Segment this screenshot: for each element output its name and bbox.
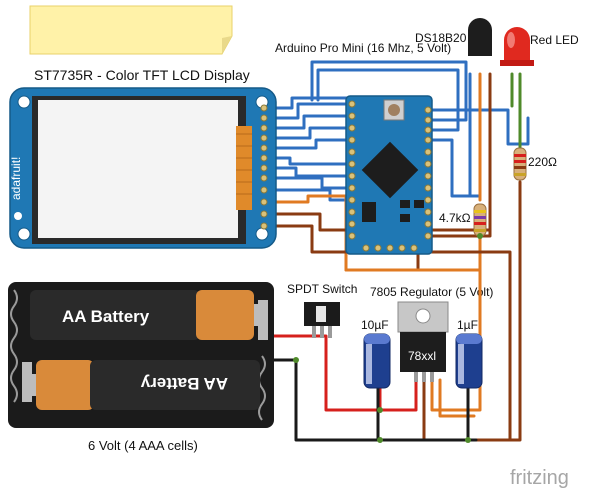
arduino-label: Arduino Pro Mini (16 Mhz, 5 Volt) bbox=[275, 41, 451, 55]
adafruit-star-icon bbox=[14, 212, 22, 220]
tft-display-module[interactable]: adafruit! bbox=[9, 87, 277, 249]
capacitor-1uf[interactable] bbox=[455, 333, 483, 389]
ds18b20-sensor[interactable] bbox=[468, 18, 492, 56]
battery-pack-label: 6 Volt (4 AAA cells) bbox=[88, 438, 198, 453]
switch-toggle[interactable] bbox=[316, 306, 326, 322]
cap-10uf-label: 10µF bbox=[361, 318, 389, 332]
crystal bbox=[362, 202, 376, 222]
adafruit-logo: adafruit! bbox=[9, 157, 23, 200]
voltage-regulator-7805[interactable]: 78xxl bbox=[397, 301, 449, 382]
cap-1uf-label: 1µF bbox=[457, 318, 478, 332]
tft-header-pins bbox=[260, 104, 268, 230]
spdt-switch[interactable] bbox=[304, 302, 340, 338]
regulator-label: 7805 Regulator (5 Volt) bbox=[370, 285, 493, 299]
battery-holder[interactable]: AA Battery AA Battery bbox=[8, 282, 274, 428]
resistor-220[interactable] bbox=[513, 147, 527, 181]
resistor-4k7[interactable] bbox=[473, 203, 487, 237]
arduino-pro-mini[interactable] bbox=[345, 95, 433, 255]
fritzing-watermark: fritzing bbox=[510, 467, 569, 489]
battery-cell-2: AA Battery bbox=[30, 360, 260, 410]
tft-screen bbox=[38, 100, 238, 238]
regulator-part-text: 78xxl bbox=[408, 349, 436, 363]
arduino-pins bbox=[348, 100, 432, 252]
sensor-label: DS18B20 bbox=[415, 31, 467, 45]
sticky-note[interactable] bbox=[29, 5, 233, 55]
led-label: Red LED bbox=[530, 33, 579, 47]
display-label: ST7735R - Color TFT LCD Display bbox=[34, 67, 250, 83]
flex-ribbon bbox=[236, 126, 252, 210]
capacitor-10uf[interactable] bbox=[363, 333, 391, 389]
battery-cell-1-label: AA Battery bbox=[62, 307, 150, 326]
switch-label: SPDT Switch bbox=[287, 282, 357, 296]
battery-cell-2-label: AA Battery bbox=[140, 374, 228, 393]
wire-black-gnd[interactable] bbox=[272, 358, 478, 442]
wire-junctions bbox=[293, 233, 483, 443]
battery-cell-1: AA Battery bbox=[30, 290, 260, 340]
resistor-220-label: 220Ω bbox=[528, 155, 557, 169]
resistor-4k7-label: 4.7kΩ bbox=[439, 211, 471, 225]
red-led[interactable] bbox=[500, 27, 534, 66]
